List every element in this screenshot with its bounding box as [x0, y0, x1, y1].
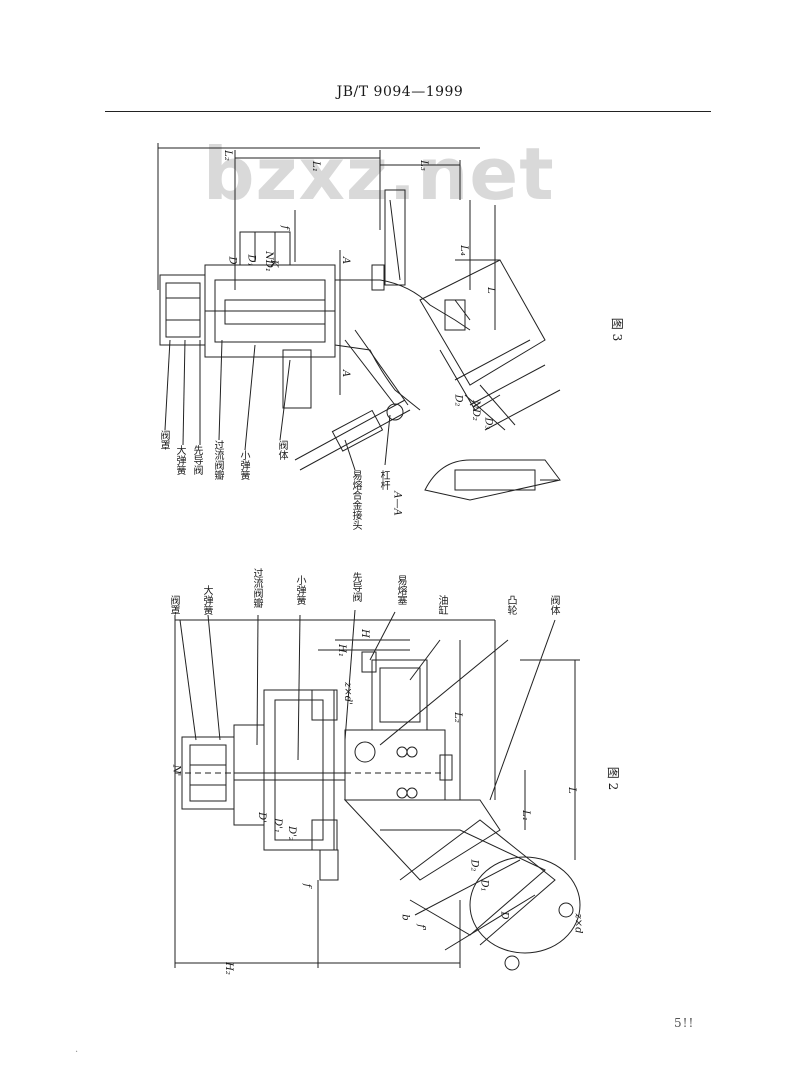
- fig2-dim-d2p: D'₂: [285, 826, 297, 841]
- fig2-label-big-spring: 大弹簧: [201, 585, 212, 615]
- fig3-dim-l: L: [484, 287, 496, 294]
- scan-speck: ·: [75, 1047, 79, 1058]
- fig3-dim-d1: D₁: [245, 254, 257, 267]
- fig3-label-small-spring: 小弹簧: [238, 450, 249, 480]
- fig3-label-pilot-valve: 先导阀: [191, 445, 202, 475]
- figure3-drawing: [157, 143, 561, 501]
- fig3-label-section: A—A: [391, 491, 403, 516]
- fig2-dim-n: N': [170, 764, 182, 777]
- fig2-dim-h1-top: H₁: [335, 644, 347, 657]
- fig3-label-valve-cap: 阀罩: [158, 430, 169, 450]
- fig3-section-a-top: A: [340, 256, 352, 265]
- fig2-dim-dp: D': [255, 812, 267, 823]
- page-number: 5!!: [674, 1016, 695, 1030]
- fig3-dim-l3: L₃: [417, 160, 429, 171]
- fig2-label-cam: 凸轮: [505, 595, 516, 615]
- header-rule: [105, 111, 711, 112]
- fig3-dim-d3: D₃: [482, 417, 494, 430]
- fig2-label-flow-disc: 过流阀瓣: [251, 568, 262, 608]
- fig3-label-valve-body: 阀体: [276, 440, 287, 460]
- fig3-label-lever: 杠杆: [378, 470, 389, 490]
- fig2-dim-d2: D₂: [468, 859, 480, 872]
- fig2-label-small-spring: 小弹簧: [294, 575, 305, 605]
- fig3-label-big-spring: 大弹簧: [174, 445, 185, 475]
- fig2-label-fusible-plug: 易熔塞: [395, 575, 406, 605]
- fig2-dim-zxd: z×d: [572, 913, 584, 934]
- fig3-dim-d: D: [226, 256, 238, 265]
- fig2-label-valve-cap: 阀罩: [168, 595, 179, 615]
- fig2-dim-f: f: [301, 883, 313, 888]
- fig3-label-flow-disc: 过流阀瓣: [212, 440, 223, 480]
- fig2-label-oil-cylinder: 油缸: [436, 595, 447, 615]
- fig2-label-valve-body: 阀体: [548, 595, 559, 615]
- fig3-label-fusible-joint: 易熔合金接头: [350, 470, 361, 530]
- fig2-dim-l1: L₁: [519, 810, 531, 821]
- fig2-dim-d: D: [498, 911, 510, 920]
- fig2-dim-l2: L₂: [451, 712, 463, 723]
- fig2-dim-d1p: D'₁: [271, 818, 283, 833]
- fig3-dim-f: f: [279, 225, 291, 230]
- fig3-dim-l1: L₁: [309, 161, 321, 172]
- fig3-dim-nd2: ND₂: [469, 400, 481, 421]
- fig2-dim-l: L: [565, 787, 577, 794]
- fig2-dim-d1: D₁: [478, 879, 490, 892]
- fig3-section-a-bottom: A: [340, 369, 352, 378]
- figure2-caption: 图 2: [606, 766, 621, 791]
- fig3-dim-d2: D₂: [452, 394, 464, 407]
- fig3-dim-l4: L₄: [457, 245, 469, 256]
- watermark: bzxz.net: [203, 132, 555, 216]
- fig2-dim-zxdp: z×d': [341, 682, 353, 705]
- fig2-dim-h: H: [358, 629, 370, 638]
- fig2-label-pilot-valve: 先导阀: [350, 572, 361, 602]
- figure3-caption: 图 3: [610, 317, 625, 342]
- fig2-dim-b: b: [399, 914, 411, 921]
- document-header: JB/T 9094—1999: [336, 84, 464, 100]
- fig2-dim-h2: H₂: [222, 962, 234, 975]
- figure2-drawing: [174, 609, 581, 971]
- fig3-dim-l2: L₂: [221, 150, 233, 161]
- fig3-dim-k: K: [268, 259, 280, 268]
- fig2-dim-fp: f': [415, 924, 427, 931]
